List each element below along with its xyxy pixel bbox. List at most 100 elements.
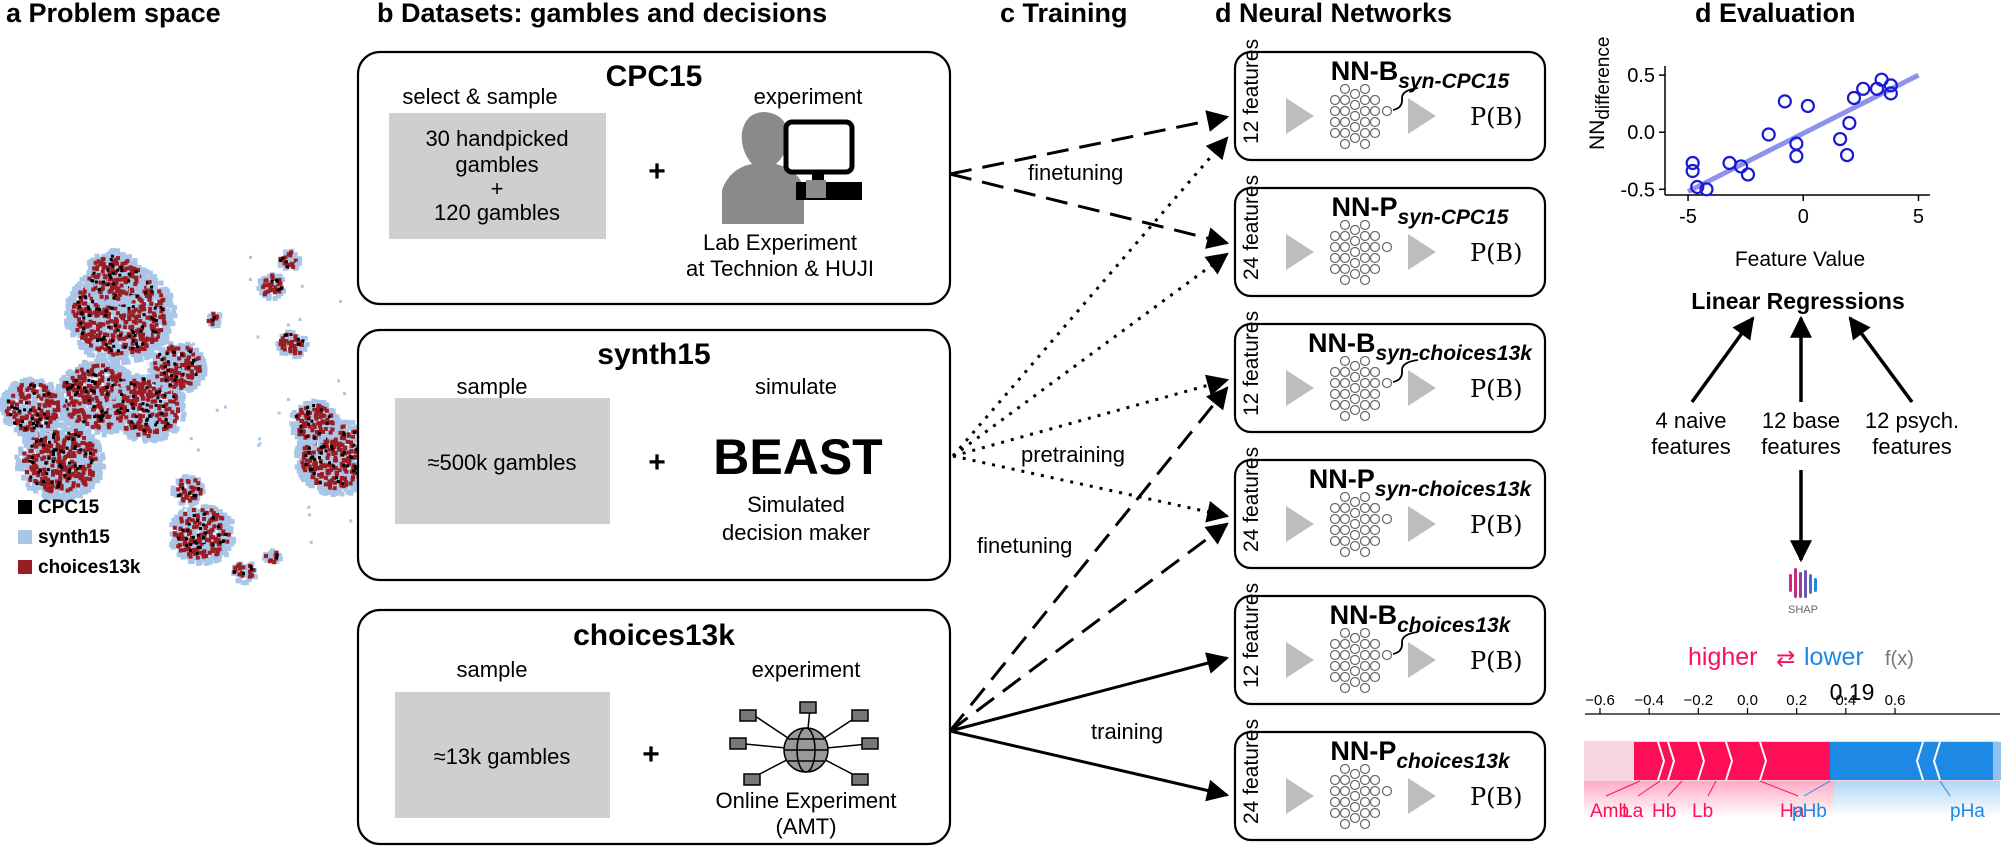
label-finetuning-mid: finetuning bbox=[977, 533, 1072, 558]
force-label-la: La bbox=[1622, 801, 1644, 822]
scatter-point-3 bbox=[1699, 182, 1714, 197]
choices13k-title: choices13k bbox=[573, 619, 735, 652]
force-fade-blue bbox=[1834, 781, 2000, 817]
force-leader-pos-3 bbox=[1707, 780, 1717, 797]
base-features-line-1: 12 base bbox=[1762, 408, 1840, 433]
problem-space-legend: CPC15 synth15 choices13k bbox=[18, 497, 141, 578]
scatter-point-12 bbox=[1833, 131, 1848, 147]
cpc15-caption-2: at Technion & HUJI bbox=[686, 256, 874, 281]
scatter-point-19 bbox=[1883, 86, 1898, 101]
legend-label-cpc15: CPC15 bbox=[38, 497, 100, 518]
synth15-title: synth15 bbox=[597, 338, 710, 371]
scatter-point-13 bbox=[1839, 147, 1855, 163]
choices13k-plus: + bbox=[642, 738, 660, 771]
panel-a-title: a Problem space bbox=[6, 0, 221, 28]
scatter-point-1 bbox=[1685, 163, 1700, 179]
cpc15-gamble-line-1: 30 handpicked bbox=[425, 126, 568, 151]
nn-title-3: NN-Bsyn-choices13k bbox=[1308, 328, 1533, 365]
force-higher-label: higher bbox=[1688, 643, 1758, 671]
nn-output-arrow-2 bbox=[1408, 234, 1436, 270]
choices13k-right-label: experiment bbox=[752, 657, 861, 682]
scatter-point-10 bbox=[1789, 149, 1804, 164]
nn-input-arrow-5 bbox=[1286, 642, 1314, 678]
nn-features-4: 24 features bbox=[1240, 447, 1263, 552]
cpc15-gamble-line-2: gambles bbox=[455, 152, 538, 177]
synth15-caption-2: decision maker bbox=[722, 520, 870, 545]
arrow-choices13k-to-nnp-syn-choices13k bbox=[949, 522, 1229, 733]
force-tick-label-6: 0.6 bbox=[1885, 692, 1906, 709]
synth15-left-label: sample bbox=[457, 374, 528, 399]
nn-output-arrow-6 bbox=[1408, 778, 1436, 814]
force-label-amb: Amb bbox=[1590, 801, 1629, 822]
force-label-phb: pHb bbox=[1792, 801, 1827, 822]
cpc15-plus: + bbox=[648, 155, 666, 188]
beast-label: BEAST bbox=[713, 429, 882, 485]
nn-output-3: P(B) bbox=[1470, 375, 1523, 403]
legend-swatch-choices13k bbox=[18, 560, 32, 574]
scatter-point-16 bbox=[1856, 81, 1871, 96]
force-fx-label: f(x) bbox=[1885, 648, 1914, 670]
nn-output-arrow-4 bbox=[1408, 506, 1436, 542]
force-lower-label: lower bbox=[1804, 643, 1864, 671]
synth15-gamble-box bbox=[395, 398, 610, 524]
force-tick-label-4: 0.2 bbox=[1786, 692, 1807, 709]
nn-features-3: 12 features bbox=[1240, 311, 1263, 416]
lab-person-computer-icon bbox=[722, 112, 862, 224]
cpc15-caption-1: Lab Experiment bbox=[703, 230, 857, 255]
scatter-point-11 bbox=[1800, 98, 1815, 114]
naive-features-line-2: features bbox=[1651, 434, 1731, 459]
legend-swatch-cpc15 bbox=[18, 500, 32, 514]
force-tick-label-2: −0.2 bbox=[1684, 692, 1714, 709]
force-leader-pos-2 bbox=[1667, 780, 1683, 797]
dataset-box-synth15: synth15 sample ≈500k gambles + simulate … bbox=[356, 328, 952, 582]
scatter-ytick-label-0: -0.5 bbox=[1621, 179, 1655, 201]
choices13k-caption-2: (AMT) bbox=[775, 814, 836, 839]
nn-input-arrow-2 bbox=[1286, 234, 1314, 270]
scatter-point-20 bbox=[1883, 78, 1898, 93]
panel-b-title: b Datasets: gambles and decisions bbox=[377, 0, 827, 28]
force-tick-label-0: −0.6 bbox=[1585, 692, 1615, 709]
nn-output-arrow-3 bbox=[1408, 370, 1436, 406]
synth15-right-label: simulate bbox=[755, 374, 837, 399]
arrow-choices13k-to-nnb-syn-choices13k bbox=[948, 386, 1229, 732]
base-features-line-2: features bbox=[1761, 434, 1841, 459]
choices13k-gamble-line-1: ≈13k gambles bbox=[434, 744, 571, 769]
nn-b-output-line-3 bbox=[1392, 359, 1419, 383]
force-label-pha: pHa bbox=[1950, 801, 1985, 822]
panel-c-title: c Training bbox=[1000, 0, 1128, 28]
arrow-synth15-to-nnp-syn-cpc15 bbox=[952, 252, 1229, 458]
synth15-plus: + bbox=[648, 446, 666, 479]
scatter-point-15 bbox=[1846, 90, 1862, 106]
arrow-naive-to-regression bbox=[1690, 316, 1755, 404]
cpc15-gamble-box bbox=[389, 113, 606, 239]
force-separator-pos-3 bbox=[1725, 741, 1734, 781]
force-label-hb: Hb bbox=[1652, 801, 1676, 822]
nn-input-arrow-6 bbox=[1286, 778, 1314, 814]
nn-title-6: NN-Pchoices13k bbox=[1330, 736, 1511, 773]
force-leader-pos-0 bbox=[1605, 780, 1641, 797]
psych-features-line-1: 12 psych. bbox=[1865, 408, 1959, 433]
nn-output-1: P(B) bbox=[1470, 103, 1523, 131]
psych-features-line-2: features bbox=[1872, 434, 1952, 459]
force-leader-pos-1 bbox=[1637, 780, 1661, 797]
cpc15-gamble-line-4: 120 gambles bbox=[434, 200, 560, 225]
scatter-point-7 bbox=[1761, 127, 1776, 142]
panel-d-nn-title: d Neural Networks bbox=[1215, 0, 1452, 28]
force-separator-pos-0 bbox=[1657, 741, 1666, 781]
cpc15-left-label: select & sample bbox=[402, 84, 557, 109]
nn-input-arrow-3 bbox=[1286, 370, 1314, 406]
shap-logo: SHAP bbox=[1788, 568, 1818, 616]
scatter-ytick-label-2: 0.5 bbox=[1627, 65, 1655, 87]
arrow-cpc15-to-nnp-syn-cpc15 bbox=[949, 172, 1230, 249]
force-separator-pos-4 bbox=[1759, 741, 1768, 781]
nn-features-2: 24 features bbox=[1240, 175, 1263, 280]
force-tick-label-3: 0.0 bbox=[1737, 692, 1758, 709]
nn-title-4: NN-Psyn-choices13k bbox=[1309, 464, 1533, 501]
synth15-caption-1: Simulated bbox=[747, 492, 845, 517]
